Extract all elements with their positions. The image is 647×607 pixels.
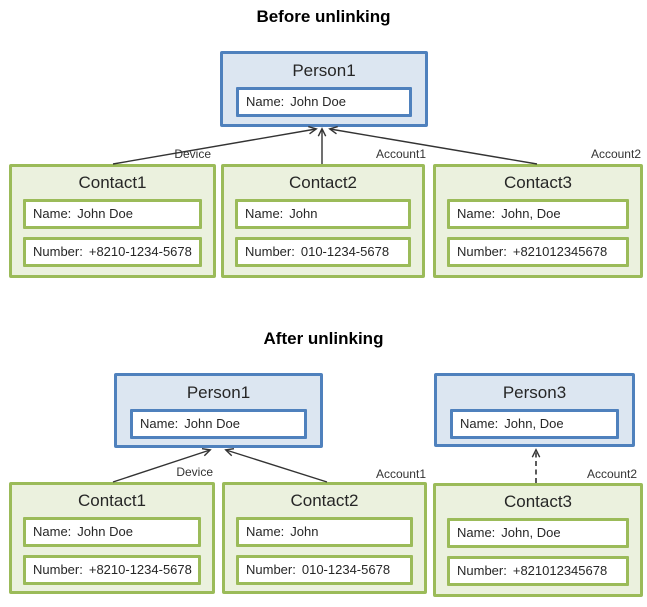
field-value: +821012345678 — [512, 563, 608, 578]
field-value: 010-1234-5678 — [300, 244, 390, 259]
person1-before-name-field: Name: John Doe — [236, 87, 412, 117]
person3-after-box: Person3 Name: John, Doe — [434, 373, 635, 447]
field-value: John Doe — [77, 206, 133, 221]
field-label: Name: — [33, 524, 72, 539]
field-label: Number: — [33, 562, 83, 577]
field-label: Number: — [245, 244, 295, 259]
contact1-after-name-field: Name: John Doe — [23, 517, 201, 547]
contact1-after-number-field: Number: +8210-1234-5678 — [23, 555, 201, 585]
contact1-before-title: Contact1 — [78, 173, 147, 192]
field-value: +821012345678 — [512, 244, 608, 259]
contact3-after-number-field: Number: +821012345678 — [447, 556, 629, 586]
field-value: John, Doe — [501, 206, 561, 221]
field-label: Name: — [33, 206, 72, 221]
field-value: +8210-1234-5678 — [88, 562, 192, 577]
field-label: Number: — [33, 244, 83, 259]
field-label: Name: — [140, 416, 179, 431]
contact2-after-title: Contact2 — [290, 491, 359, 510]
field-value: +8210-1234-5678 — [88, 244, 192, 259]
field-label: Name: — [246, 94, 285, 109]
contact1-after-title: Contact1 — [77, 491, 147, 510]
person1-after-title: Person1 — [186, 383, 251, 402]
field-value: John — [290, 524, 319, 539]
contact3-after-name-field: Name: John, Doe — [447, 518, 629, 548]
field-label: Name: — [246, 524, 285, 539]
field-value: John, Doe — [504, 416, 564, 431]
field-value: John Doe — [184, 416, 240, 431]
before-section-title: Before unlinking — [256, 7, 391, 26]
contact2-after-name-field: Name: John — [236, 517, 413, 547]
field-label: Number: — [246, 562, 296, 577]
field-value: John, Doe — [501, 525, 561, 540]
field-value: John — [289, 206, 318, 221]
contact3-before-number-field: Number: +821012345678 — [447, 237, 629, 267]
person1-after-name-field: Name: John Doe — [130, 409, 307, 439]
contact2-before-name-field: Name: John — [235, 199, 411, 229]
field-label: Name: — [245, 206, 284, 221]
person1-before-box: Person1 Name: John Doe — [220, 51, 428, 127]
link-account1-after — [226, 450, 328, 483]
contact2-before-box: Contact2 Name: John Number: 010-1234-5678 — [221, 164, 425, 278]
field-label: Number: — [457, 244, 507, 259]
field-value: John Doe — [290, 94, 346, 109]
after-section-title: After unlinking — [263, 329, 384, 348]
link-label-device-before: Device — [174, 147, 211, 161]
person3-after-name-field: Name: John, Doe — [450, 409, 619, 439]
contact2-before-title: Contact2 — [288, 173, 358, 192]
contact2-after-number-field: Number: 010-1234-5678 — [236, 555, 413, 585]
contact3-after-box: Contact3 Name: John, Doe Number: +82101234… — [433, 483, 643, 597]
person1-after-box: Person1 Name: John Doe — [114, 373, 323, 448]
person1-before-title: Person1 — [292, 61, 356, 80]
link-label-device-after: Device — [176, 465, 213, 479]
contact2-before-number-field: Number: 010-1234-5678 — [235, 237, 411, 267]
contact3-before-title: Contact3 — [503, 173, 573, 192]
link-label-account1-after: Account1 — [375, 467, 426, 481]
person3-after-title: Person3 — [502, 383, 567, 402]
contact3-before-box: Contact3 Name: John, Doe Number: +82101234… — [433, 164, 643, 278]
contact1-before-number-field: Number: +8210-1234-5678 — [23, 237, 202, 267]
field-value: John Doe — [77, 524, 133, 539]
contact2-after-box: Contact2 Name: John Number: 010-1234-5678 — [222, 482, 427, 594]
link-label-account2-before: Account2 — [590, 147, 641, 161]
field-label: Name: — [457, 525, 496, 540]
field-value: 010-1234-5678 — [301, 562, 391, 577]
contact3-after-title: Contact3 — [503, 492, 573, 511]
contact1-after-box: Contact1 Name: John Doe Number: +8210-1234… — [9, 482, 215, 594]
field-label: Name: — [460, 416, 499, 431]
link-label-account2-after: Account2 — [586, 467, 637, 481]
link-label-account1-before: Account1 — [375, 147, 426, 161]
contact3-before-name-field: Name: John, Doe — [447, 199, 629, 229]
contact1-before-box: Contact1 Name: John Doe Number: +8210-1234… — [9, 164, 216, 278]
field-label: Name: — [457, 206, 496, 221]
field-label: Number: — [457, 563, 507, 578]
contact1-before-name-field: Name: John Doe — [23, 199, 202, 229]
